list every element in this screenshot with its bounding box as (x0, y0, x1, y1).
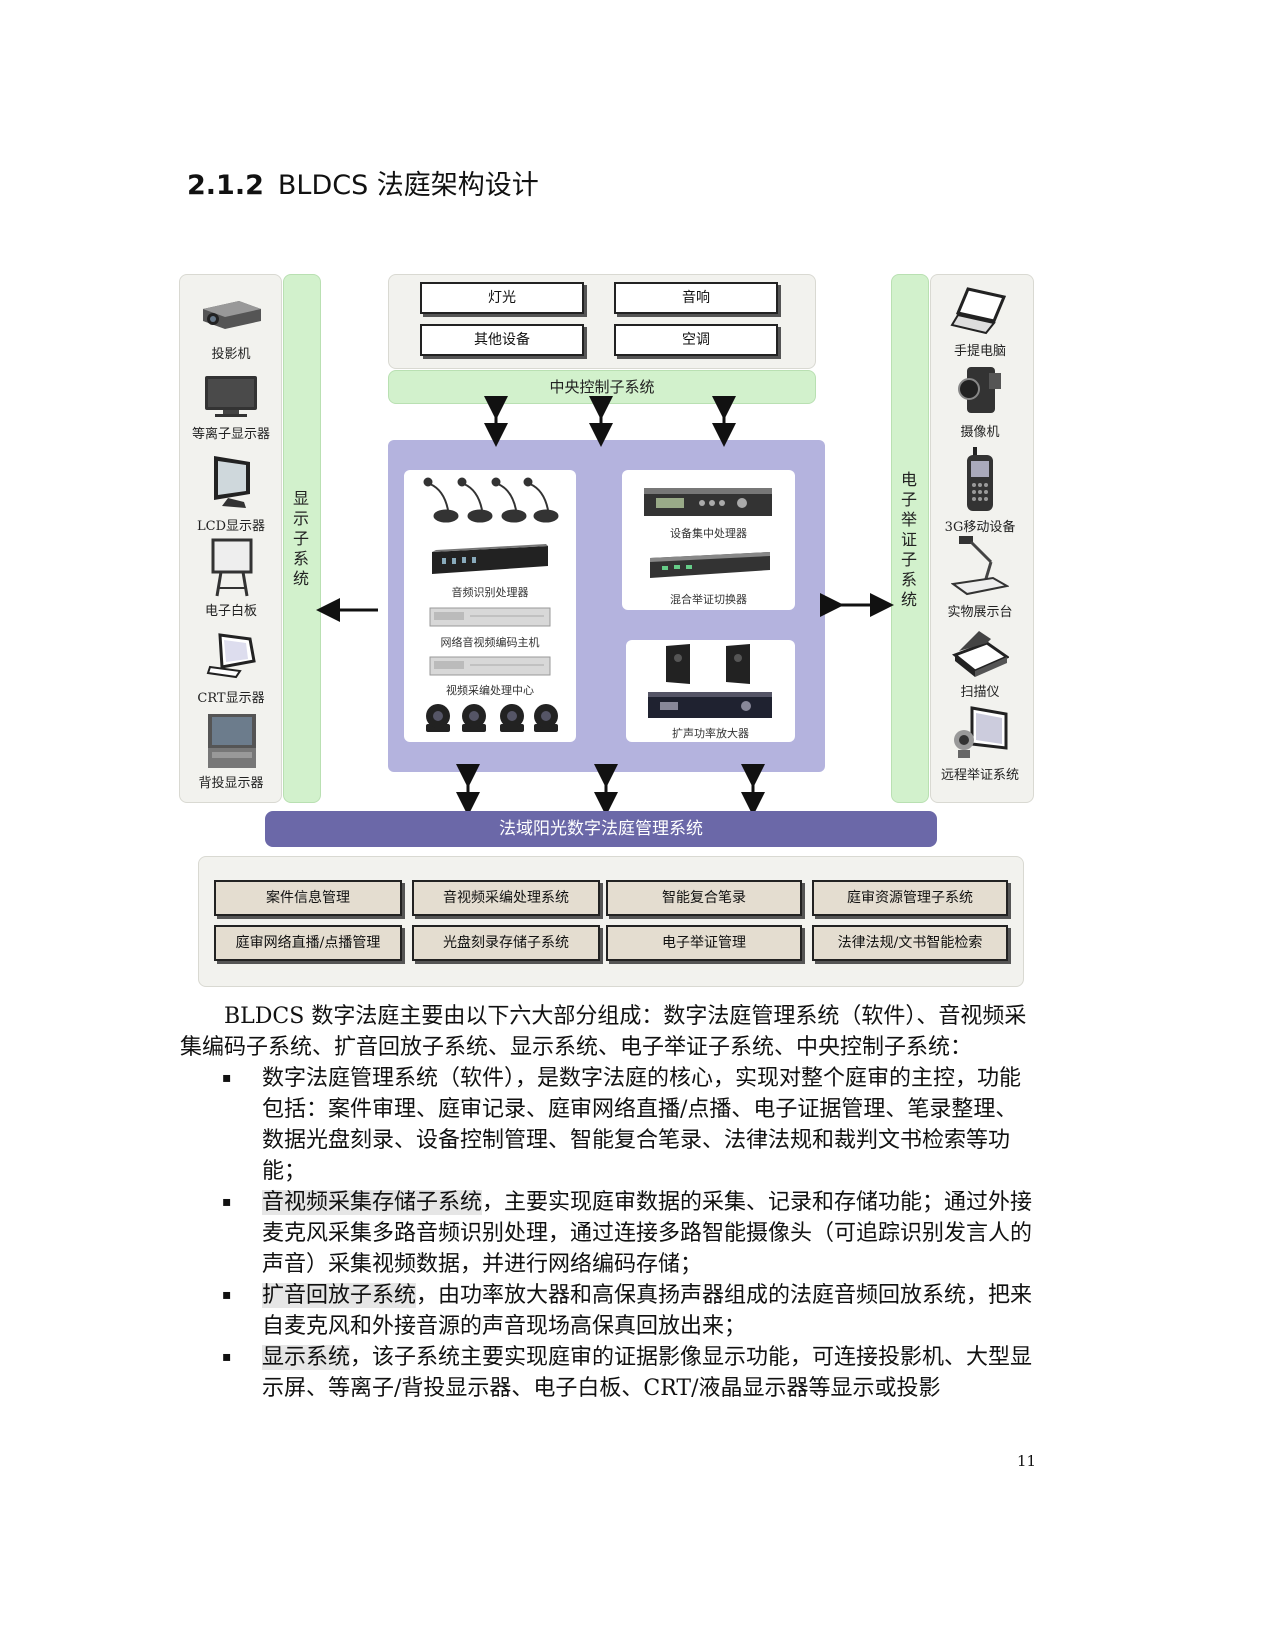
device-label: 3G移动设备 (944, 520, 1016, 535)
speaker-icons (666, 644, 750, 684)
control-device-lighting: 灯光 (420, 282, 584, 314)
remote-evidence-icon (948, 704, 1012, 762)
control-device-audio: 音响 (614, 282, 778, 314)
device-label: 背投显示器 (198, 776, 264, 791)
device-label: LCD显示器 (196, 519, 265, 534)
video-processing-center-caption: 视频采编处理中心 (446, 684, 534, 697)
display-subsystem-strip (283, 274, 321, 803)
microphone-icons (423, 477, 559, 523)
bullet-term: 音视频采集存储子系统 (262, 1190, 483, 1215)
bullet-text: ，主要实现庭审数据的采集、记录和存储功能；通过外接麦克风采集多路音频识别处理，通… (262, 1190, 1033, 1277)
crt-monitor-icon (205, 630, 259, 682)
bullet-item: 数字法庭管理系统（软件），是数字法庭的核心，实现对整个庭审的主控，功能包括：案件… (262, 1063, 1036, 1187)
device-label: 扫描仪 (960, 685, 1000, 700)
control-device-other: 其他设备 (420, 324, 584, 356)
control-device-aircon: 空调 (614, 324, 778, 356)
module-law-search: 法律法规/文书智能检索 (812, 925, 1008, 961)
bullet-item: 扩音回放子系统，由功率放大器和高保真扬声器组成的法庭音频回放系统，把来自麦克风和… (262, 1280, 1036, 1342)
bullet-item: 显示系统，该子系统主要实现庭审的证据影像显示功能，可连接投影机、大型显示屏、等离… (262, 1342, 1036, 1404)
bullet-text: 数字法庭管理系统（软件），是数字法庭的核心，实现对整个庭审的主控，功能包括：案件… (262, 1066, 1022, 1184)
bullet-marker: ▪ (222, 1287, 232, 1303)
projector-icon (196, 292, 266, 338)
bullet-item: 音视频采集存储子系统，主要实现庭审数据的采集、记录和存储功能；通过外接麦克风采集… (262, 1187, 1036, 1280)
module-trial-resources: 庭审资源管理子系统 (812, 880, 1008, 916)
module-disc-burning: 光盘刻录存储子系统 (412, 925, 600, 961)
device-label: 投影机 (211, 347, 251, 362)
bullet-text: ，该子系统主要实现庭审的证据影像显示功能，可连接投影机、大型显示屏、等离子/背投… (262, 1345, 1033, 1401)
device-label: 手提电脑 (953, 344, 1006, 359)
device-label: CRT显示器 (197, 691, 265, 706)
page-number: 11 (1017, 1452, 1037, 1470)
module-smart-transcript: 智能复合笔录 (606, 880, 802, 916)
court-management-system-bar: 法域阳光数字法庭管理系统 (265, 811, 937, 847)
device-label: 摄像机 (960, 425, 1000, 440)
section-title: BLDCS 法庭架构设计 (277, 170, 539, 201)
bullet-marker: ▪ (222, 1070, 232, 1086)
section-number: 2.1.2 (187, 170, 264, 201)
section-heading: 2.1.2 BLDCS 法庭架构设计 (187, 163, 539, 202)
power-amplifier-caption: 扩声功率放大器 (672, 727, 749, 740)
whiteboard-icon (203, 538, 261, 598)
bullet-text: ，由功率放大器和高保真扬声器组成的法庭音频回放系统，把来自麦克风和外接音源的声音… (262, 1283, 1033, 1339)
laptop-icon (948, 286, 1012, 336)
bullet-marker: ▪ (222, 1349, 232, 1365)
rear-projection-tv-icon (201, 712, 263, 770)
audio-processor-caption: 音频识别处理器 (451, 586, 529, 599)
document-camera-icon (950, 533, 1010, 599)
bullet-marker: ▪ (222, 1194, 232, 1210)
network-encoder-caption: 网络音视频编码主机 (440, 636, 540, 649)
amplifier-panel (626, 640, 795, 742)
audio-processor-icon (432, 544, 548, 574)
camcorder-icon (953, 362, 1007, 418)
device-label: 实物展示台 (947, 605, 1013, 620)
lcd-monitor-icon (203, 453, 261, 511)
device-processor-icon (644, 488, 772, 516)
ptz-camera-icons (426, 704, 558, 732)
bullet-term: 扩音回放子系统 (262, 1283, 417, 1308)
device-label: 电子白板 (204, 604, 257, 619)
scanner-icon (950, 626, 1010, 680)
plasma-display-icon (198, 373, 264, 419)
evidence-subsystem-strip (891, 274, 929, 803)
display-subsystem-label: 显示子系统 (292, 489, 309, 588)
module-av-processing: 音视频采编处理系统 (412, 880, 600, 916)
network-encoder-icon (429, 607, 551, 627)
power-amplifier-icon (648, 692, 772, 718)
evidence-subsystem-label: 电子举证子系统 (900, 470, 917, 609)
module-case-info: 案件信息管理 (214, 880, 402, 916)
intro-paragraph: BLDCS 数字法庭主要由以下六大部分组成：数字法庭管理系统（软件）、音视频采集… (180, 1004, 1027, 1060)
bullet-term: 显示系统 (262, 1345, 351, 1370)
evidence-switcher-icon (650, 552, 770, 578)
video-processing-center-icon (429, 656, 551, 676)
module-live-vod: 庭审网络直播/点播管理 (214, 925, 402, 961)
mobile-phone-icon (958, 446, 1002, 514)
connector-arrows (316, 396, 894, 815)
device-label: 等离子显示器 (191, 427, 270, 442)
evidence-switcher-caption: 混合举证切换器 (670, 593, 747, 606)
device-label: 远程举证系统 (940, 768, 1019, 783)
module-e-evidence: 电子举证管理 (606, 925, 802, 961)
modules-panel (198, 856, 1024, 987)
device-processor-caption: 设备集中处理器 (670, 527, 747, 540)
